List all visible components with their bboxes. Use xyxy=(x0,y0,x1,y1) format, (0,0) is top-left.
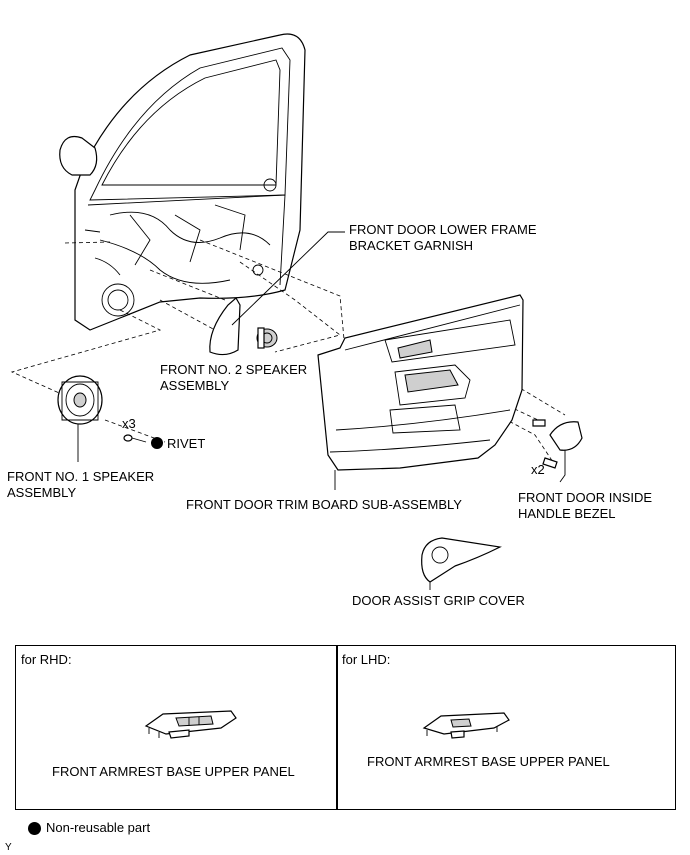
side-mirror xyxy=(59,135,98,176)
lhd-panel: for LHD: FRONT ARMREST BASE UPPER PANEL xyxy=(336,645,676,810)
inside-handle-bezel-part xyxy=(549,421,583,483)
label-x3: x3 xyxy=(122,416,136,431)
label-inside-handle-bezel: FRONT DOOR INSIDE HANDLE BEZEL xyxy=(518,490,653,521)
illustration-code: Y xyxy=(5,842,12,853)
rhd-title: for RHD: xyxy=(21,652,72,667)
legend-text: Non-reusable part xyxy=(46,820,151,835)
label-rivet: RIVET xyxy=(167,436,206,451)
lhd-title: for LHD: xyxy=(342,652,391,667)
no1-speaker-part xyxy=(57,375,103,462)
label-no2-speaker: FRONT NO. 2 SPEAKER ASSEMBLY xyxy=(160,362,308,393)
lhd-armrest-panel-drawing xyxy=(422,712,510,739)
lower-frame-bracket-garnish xyxy=(209,231,345,356)
no2-speaker-part xyxy=(256,327,278,349)
lhd-part-label: FRONT ARMREST BASE UPPER PANEL xyxy=(367,754,610,769)
non-reusable-dot-icon xyxy=(28,821,41,835)
door-frame xyxy=(74,33,306,331)
label-assist-grip-cover: DOOR ASSIST GRIP COVER xyxy=(352,593,525,608)
rhd-armrest-panel-drawing xyxy=(144,710,237,739)
screws xyxy=(532,419,558,469)
label-x2: x2 xyxy=(531,462,545,477)
rivet-part xyxy=(123,434,163,449)
legend-non-reusable: Non-reusable part xyxy=(28,820,150,836)
label-trim-board: FRONT DOOR TRIM BOARD SUB-ASSEMBLY xyxy=(186,497,462,512)
assist-grip-cover-part xyxy=(421,537,502,590)
door-trim-board xyxy=(317,294,524,490)
label-no1-speaker: FRONT NO. 1 SPEAKER ASSEMBLY xyxy=(7,469,155,500)
rhd-part-label: FRONT ARMREST BASE UPPER PANEL xyxy=(52,764,295,779)
exploded-parts-diagram xyxy=(10,33,583,590)
label-lower-frame-garnish: FRONT DOOR LOWER FRAME BRACKET GARNISH xyxy=(349,222,537,253)
rhd-panel: for RHD: FRONT ARMREST BASE UPPER PANEL xyxy=(15,645,338,810)
